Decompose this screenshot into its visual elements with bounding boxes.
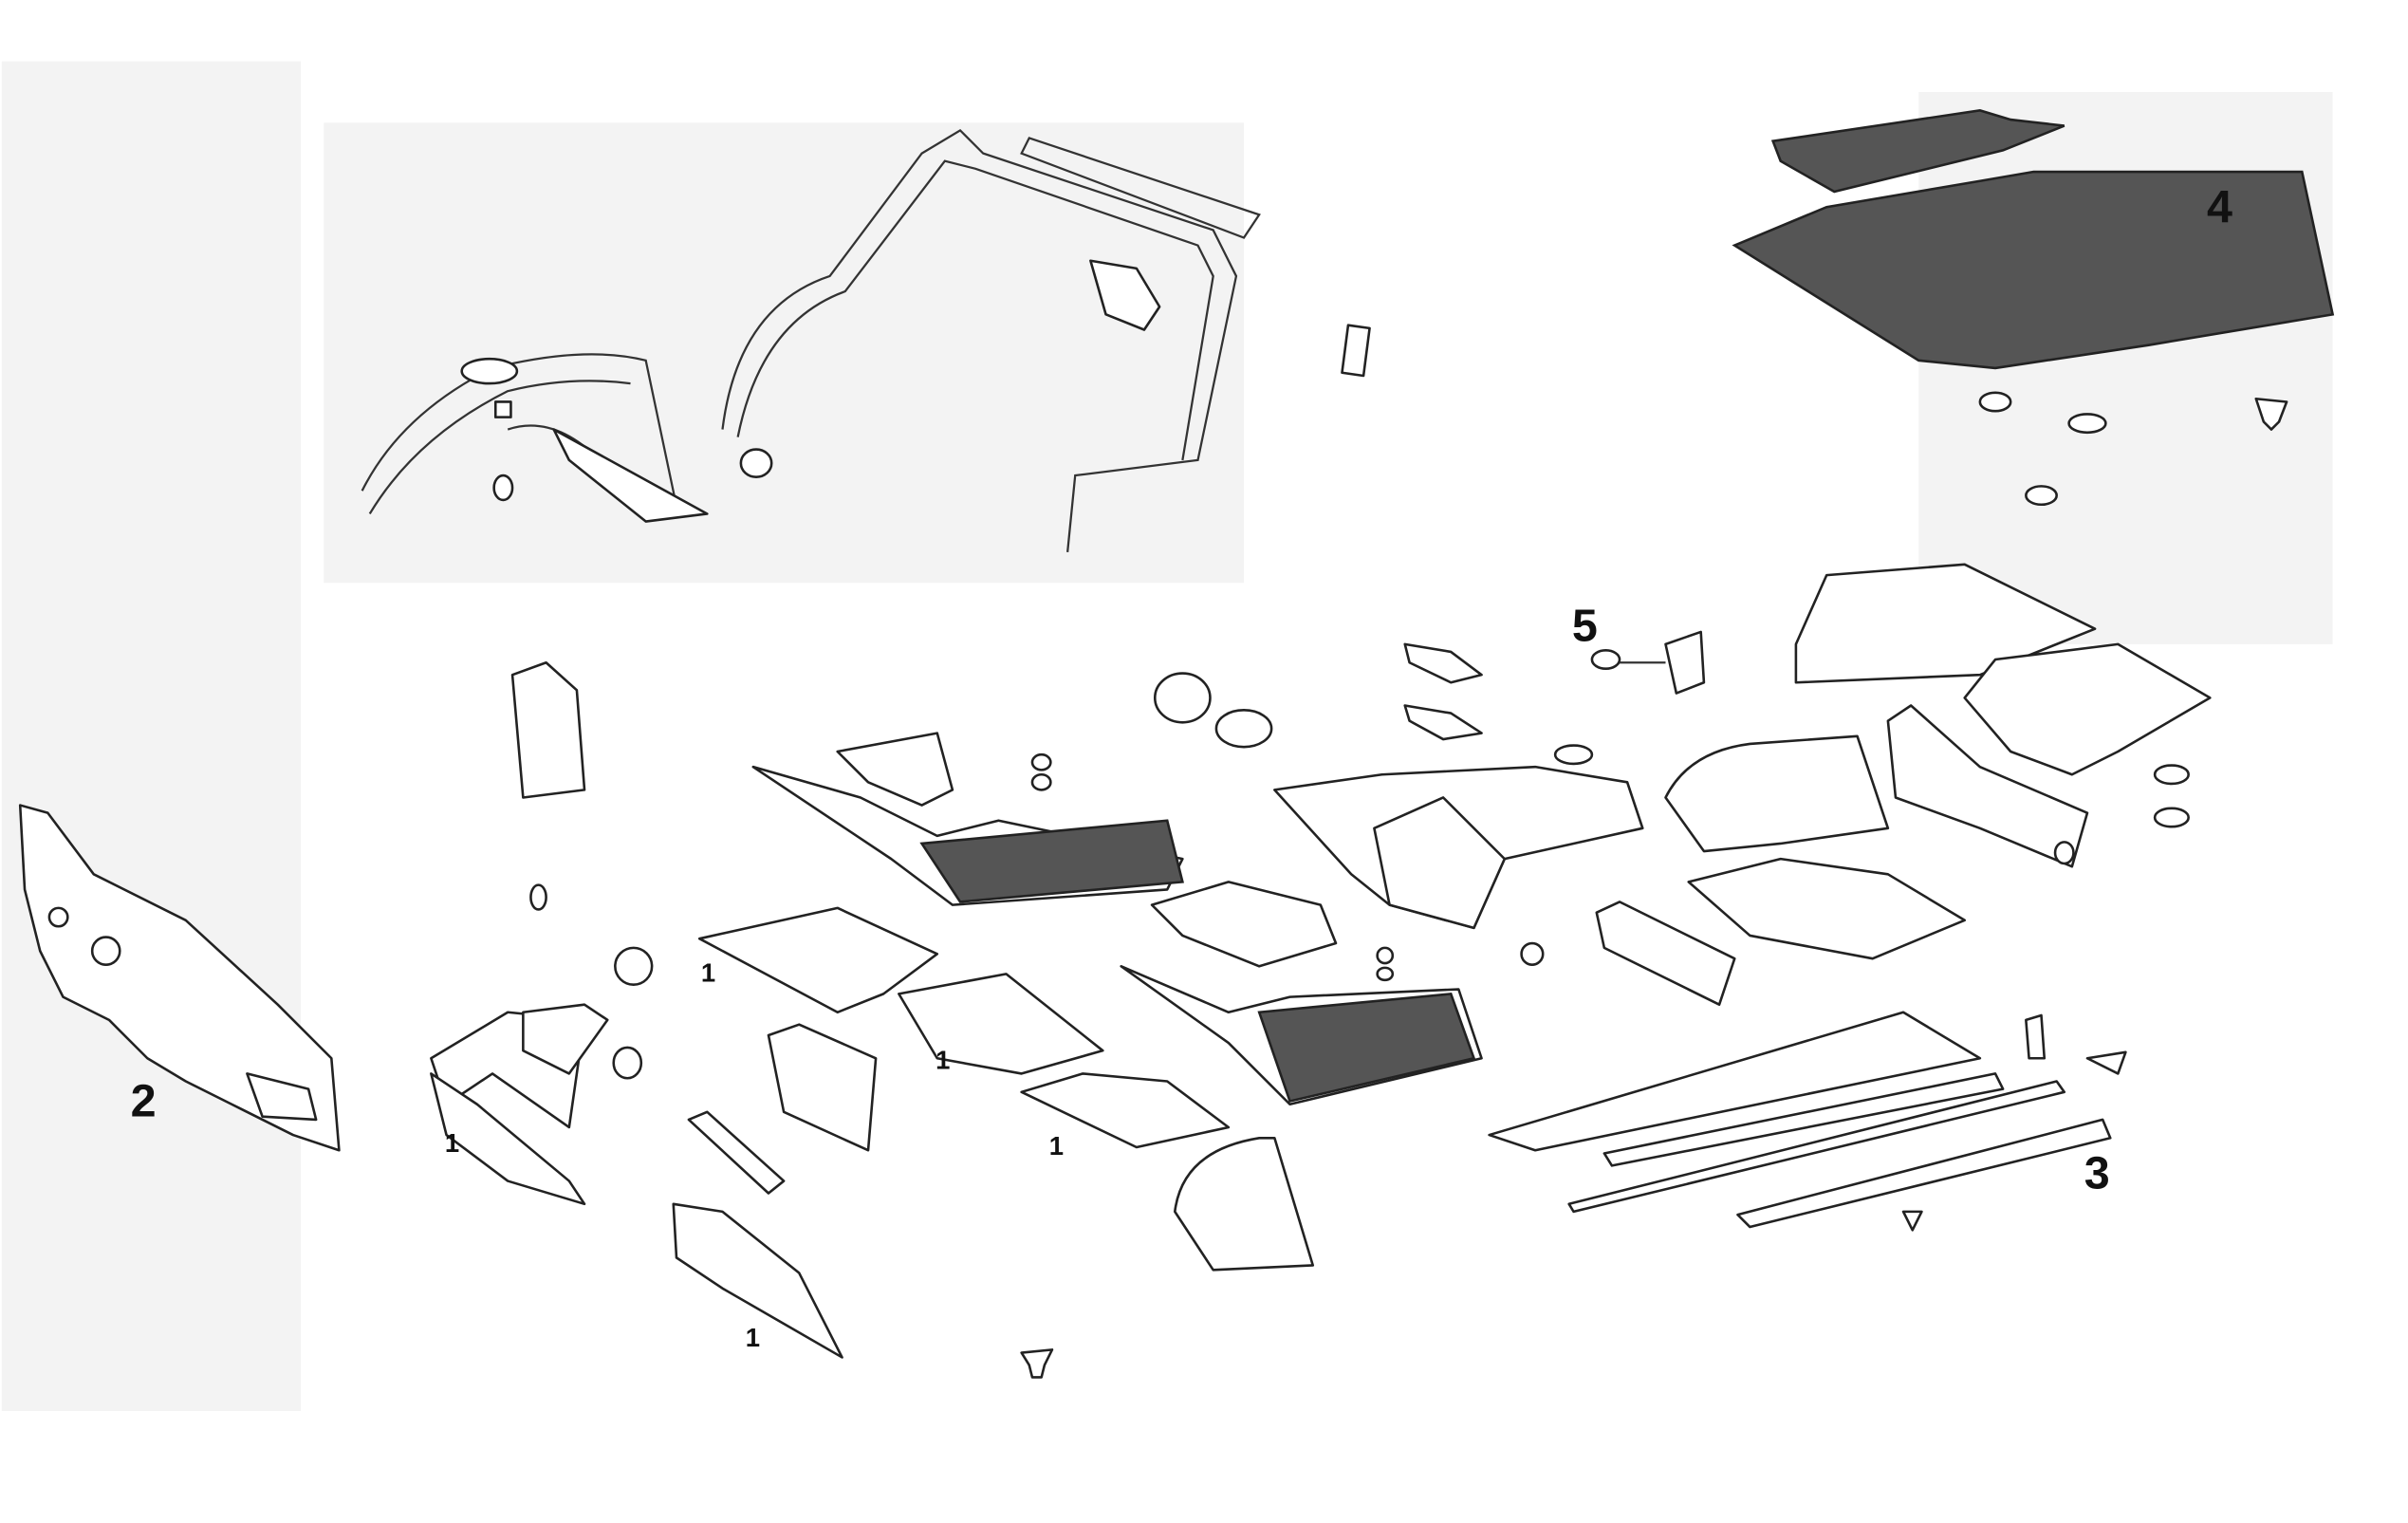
windshield-frame	[721, 128, 1371, 552]
rear-seat-carpets	[1794, 563, 2212, 868]
rear-load-mat	[1732, 109, 2335, 507]
sill-strips	[1488, 1011, 2127, 1232]
label-part-1: 1	[746, 1323, 760, 1352]
footwell-carpets	[430, 660, 1315, 1379]
label-part-1: 1	[701, 957, 715, 987]
firewall-insulation	[18, 804, 341, 1152]
clip-fastener	[1590, 630, 1706, 695]
label-part-5: 5	[1572, 601, 1598, 652]
label-part-1: 1	[935, 1046, 950, 1075]
small-trim-pieces	[1153, 642, 1483, 749]
tunnel-carpets	[1273, 734, 1966, 1006]
label-part-1: 1	[445, 1128, 459, 1158]
label-part-1: 1	[1049, 1131, 1064, 1161]
label-part-3: 3	[2084, 1148, 2110, 1199]
background-texture	[1, 61, 2333, 1412]
front-floor-mats	[751, 732, 1483, 1106]
label-part-4: 4	[2207, 181, 2232, 232]
label-part-2: 2	[131, 1076, 157, 1127]
wheel-arch-panel	[361, 353, 709, 523]
